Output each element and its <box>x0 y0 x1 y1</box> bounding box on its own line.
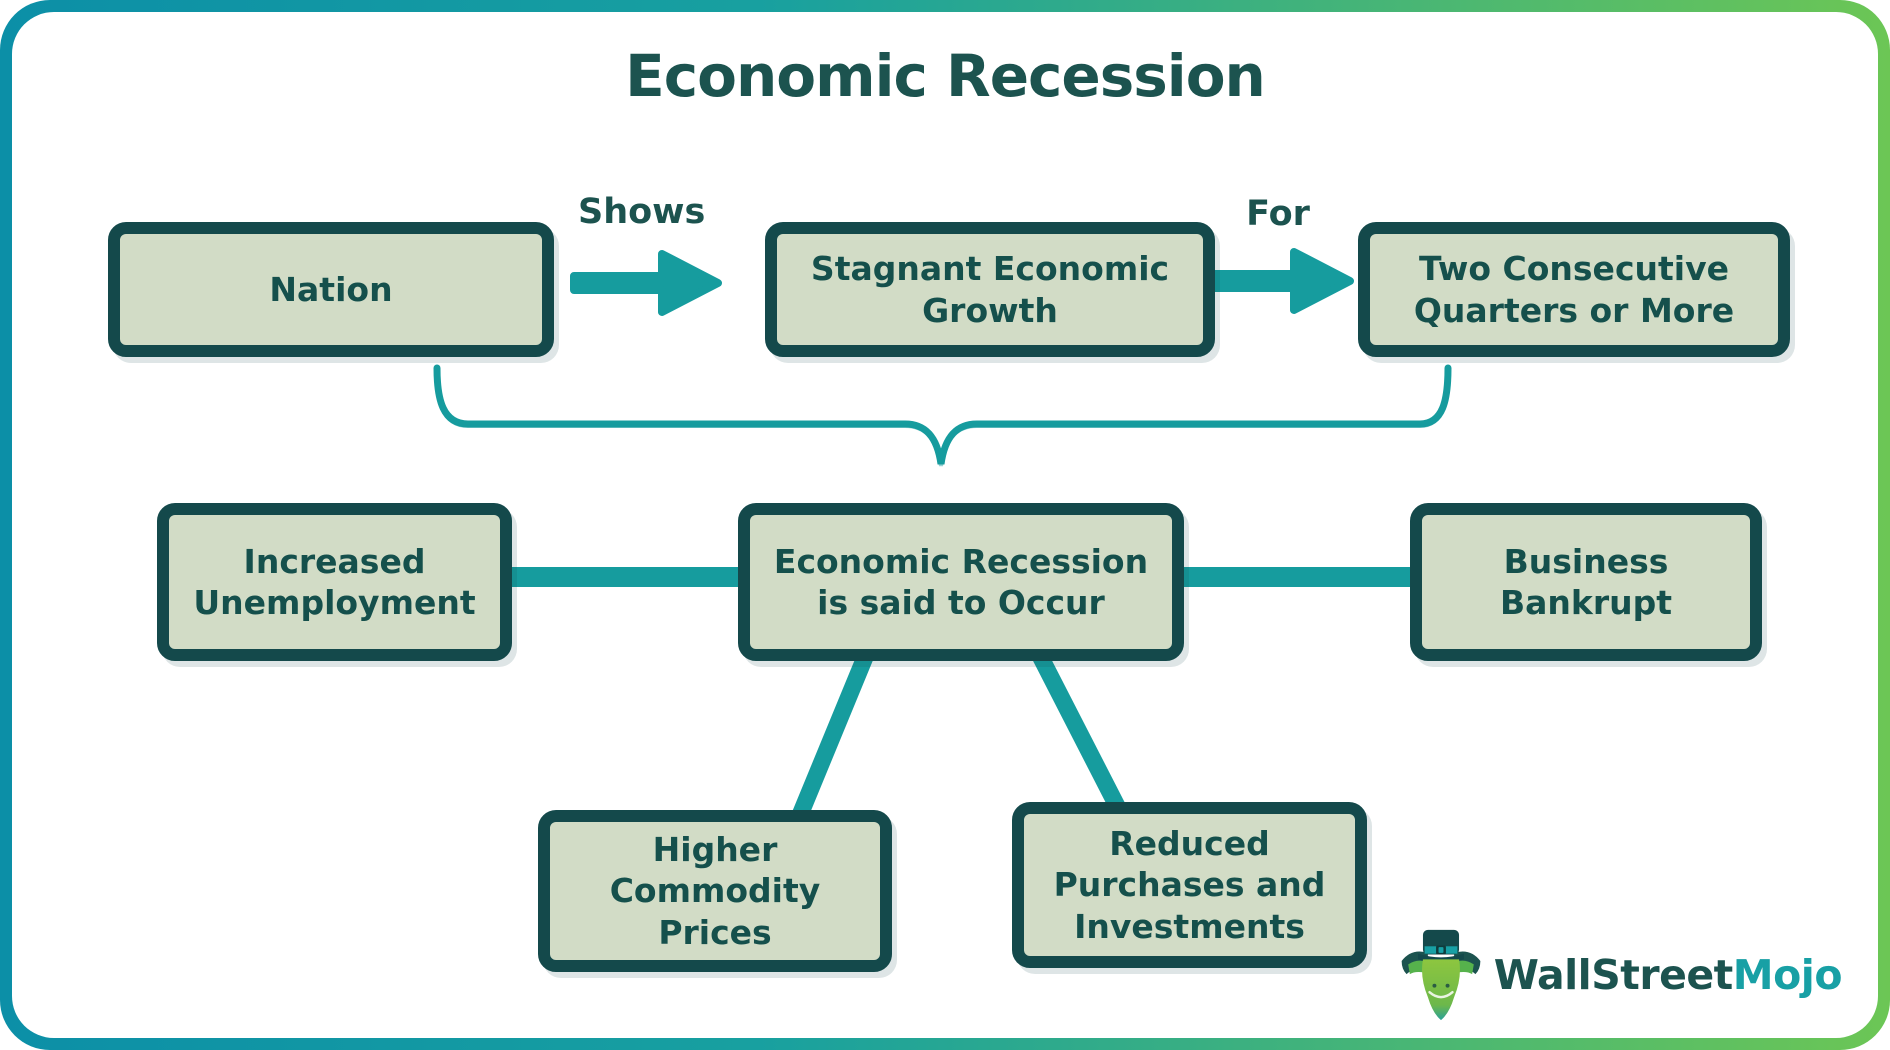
logo-text-wallstreet: WallStreet <box>1493 951 1734 999</box>
node-economic-recession-occurs: Economic Recession is said to Occur <box>738 503 1184 661</box>
arrow-right-icon <box>1208 248 1354 314</box>
page-title: Economic Recession <box>625 42 1266 110</box>
connector-line <box>792 646 876 819</box>
connector-line <box>1029 646 1125 810</box>
node-nation: Nation <box>108 222 554 357</box>
node-business-bankrupt: Business Bankrupt <box>1410 503 1762 661</box>
node-reduced-purchases-investments: Reduced Purchases and Investments <box>1012 802 1367 968</box>
node-increased-unemployment: Increased Unemployment <box>157 503 512 661</box>
bull-icon <box>1401 929 1481 1021</box>
edge-label-shows: Shows <box>578 192 706 232</box>
node-higher-commodity-prices: Higher Commodity Prices <box>538 810 892 972</box>
logo-text-mojo: Mojo <box>1732 951 1843 999</box>
node-two-consecutive-quarters: Two Consecutive Quarters or More <box>1358 222 1790 357</box>
arrow-right-icon <box>570 250 722 316</box>
node-stagnant-economic-growth: Stagnant Economic Growth <box>765 222 1215 357</box>
edge-label-for: For <box>1246 194 1310 234</box>
wallstreetmojo-logo: WallStreetMojo <box>1400 928 1843 1022</box>
brace-icon <box>433 364 1452 467</box>
logo-text: WallStreetMojo <box>1493 951 1843 999</box>
